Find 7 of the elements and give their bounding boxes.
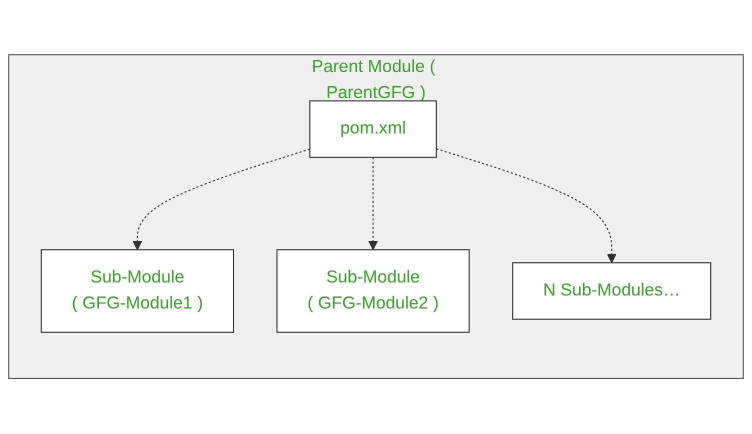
node-box: Sub-Module ( GFG-Module2 ) xyxy=(276,250,470,334)
arrow xyxy=(368,158,378,251)
arrow xyxy=(132,149,310,251)
node-box: N Sub-Modules… xyxy=(512,262,712,320)
arrow xyxy=(436,148,616,264)
node-box: Sub-Module ( GFG-Module1 ) xyxy=(40,250,234,334)
node-box: pom.xml xyxy=(309,100,437,158)
